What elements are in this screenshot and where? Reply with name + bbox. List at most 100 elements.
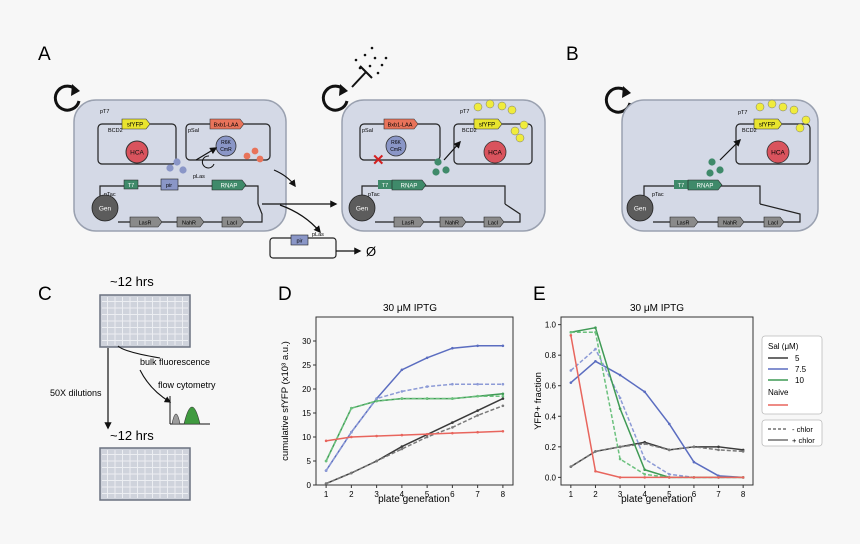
legend-item: 10 xyxy=(795,376,804,385)
data-point xyxy=(375,459,378,463)
data-point xyxy=(668,448,671,452)
bulk-label: bulk fluorescence xyxy=(140,357,210,367)
y-tick-label: 0 xyxy=(307,481,312,490)
series-line xyxy=(325,395,503,462)
chloramphenicol-icon xyxy=(351,46,388,88)
data-point xyxy=(668,422,671,426)
svg-text:RNAP: RNAP xyxy=(401,184,418,190)
svg-text:BCD2: BCD2 xyxy=(742,128,757,134)
y-tick-label: 5 xyxy=(307,457,312,466)
cycle-icon xyxy=(321,82,350,112)
x-tick-label: 2 xyxy=(349,490,354,499)
data-point xyxy=(569,330,573,334)
data-point xyxy=(476,382,479,386)
svg-text:pT7: pT7 xyxy=(460,109,469,115)
data-point xyxy=(594,469,597,473)
bulk-arrow xyxy=(117,345,161,359)
cell-1: HCA sfYFP pT7 BCD2 Bxb1-LAA pSal R6K CmR… xyxy=(73,99,287,232)
svg-text:T7: T7 xyxy=(382,183,388,189)
svg-text:CmR: CmR xyxy=(390,147,402,153)
chart-d-ylabel: cumulative sfYFP (x10³ a.u.) xyxy=(280,341,291,461)
data-point xyxy=(451,426,454,429)
y-tick-label: 0.4 xyxy=(545,412,557,421)
data-point xyxy=(425,397,429,400)
bxb1-label: Bxb1-LAA xyxy=(214,123,239,129)
data-point xyxy=(476,414,479,417)
svg-text:pT7: pT7 xyxy=(738,110,747,116)
data-point xyxy=(643,468,646,472)
y-tick-label: 0.0 xyxy=(545,473,557,482)
lasr-label: LasR xyxy=(139,221,152,227)
x-tick-label: 5 xyxy=(425,490,430,499)
laci-label: LacI xyxy=(227,221,238,227)
plate-bottom xyxy=(99,447,191,501)
data-point xyxy=(569,369,573,372)
svg-text:T7: T7 xyxy=(678,183,684,189)
rnap-label: RNAP xyxy=(221,184,238,190)
chart-e-xlabel: plate generation xyxy=(621,494,693,505)
chart-e-ylabel: YFP+ fraction xyxy=(533,372,544,430)
data-point xyxy=(350,430,353,434)
data-point xyxy=(400,390,404,393)
ptac-label: pTac xyxy=(104,192,116,198)
data-point xyxy=(692,476,696,479)
series-line xyxy=(570,347,744,479)
svg-text:Bxb1-LAA: Bxb1-LAA xyxy=(388,123,413,129)
data-point xyxy=(476,430,479,434)
svg-text:HCA: HCA xyxy=(771,150,785,157)
bcd2-label: BCD2 xyxy=(108,128,123,134)
transition-arrow xyxy=(279,204,321,234)
x-tick-label: 7 xyxy=(716,490,721,499)
data-point xyxy=(375,399,378,403)
data-point xyxy=(451,382,454,386)
x-tick-label: 7 xyxy=(475,490,480,499)
data-point xyxy=(400,397,404,400)
data-point xyxy=(476,394,479,398)
series-line xyxy=(570,331,744,479)
chart-d-title: 30 μM IPTG xyxy=(383,303,437,314)
chart-e-title: 30 μM IPTG xyxy=(630,303,684,314)
data-point xyxy=(451,421,454,424)
sfyfp-label: sfYFP xyxy=(127,123,143,129)
data-point xyxy=(324,459,328,463)
x-tick-label: 6 xyxy=(692,490,697,499)
svg-text:pTac: pTac xyxy=(652,192,664,198)
cell-2: Bxb1-LAA pSal R6K CmR ✕ sfYFP pT7 BCD2 H… xyxy=(341,99,546,232)
series-line xyxy=(570,443,744,468)
data-point xyxy=(668,473,671,476)
data-point xyxy=(594,359,597,363)
svg-text:NahR: NahR xyxy=(723,221,737,227)
transition-arrow xyxy=(273,169,296,188)
y-tick-label: 15 xyxy=(302,409,311,418)
x-tick-label: 6 xyxy=(450,490,455,499)
data-point xyxy=(375,434,378,438)
x-tick-label: 8 xyxy=(741,490,746,499)
data-point xyxy=(594,347,597,351)
data-point xyxy=(569,465,573,468)
plas-label: pLas xyxy=(193,174,205,180)
series-line xyxy=(570,326,744,479)
data-point xyxy=(692,460,696,464)
chart-e: 30 μM IPTG plate generation YFP+ fractio… xyxy=(533,303,754,505)
data-point xyxy=(717,476,720,479)
series-line xyxy=(325,430,503,442)
gen-label: Gen xyxy=(99,206,112,213)
data-point xyxy=(618,396,622,400)
series-line xyxy=(325,397,504,485)
degraded-symbol: Ø xyxy=(366,244,376,259)
y-tick-label: 25 xyxy=(302,361,311,370)
x-tick-label: 1 xyxy=(569,490,574,499)
data-point xyxy=(501,394,505,398)
svg-text:BCD2: BCD2 xyxy=(462,128,477,134)
data-point xyxy=(425,385,429,388)
data-point xyxy=(324,439,328,443)
svg-text:LasR: LasR xyxy=(677,221,690,227)
flow-arrow xyxy=(139,369,172,403)
y-tick-label: 0.8 xyxy=(545,351,557,360)
x-tick-label: 3 xyxy=(374,490,379,499)
svg-text:NahR: NahR xyxy=(445,221,459,227)
data-point xyxy=(350,435,353,439)
data-point xyxy=(594,450,597,453)
svg-text:pSal: pSal xyxy=(362,128,373,134)
series-line xyxy=(570,360,744,479)
